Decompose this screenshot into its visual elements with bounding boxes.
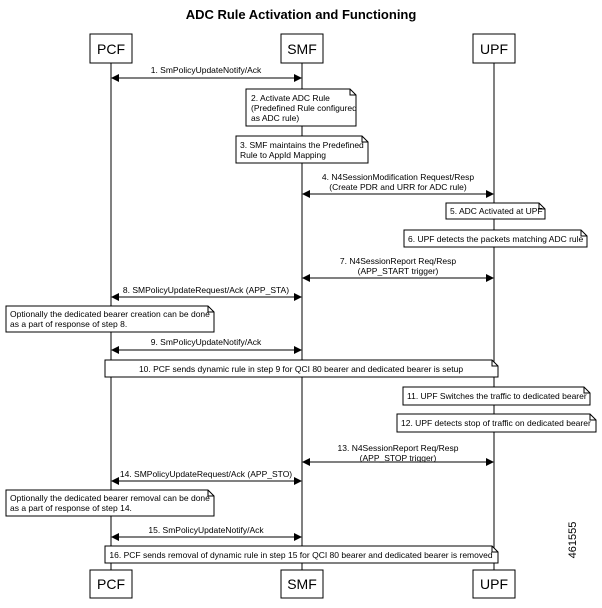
note-line: 12. UPF detects stop of traffic on dedic…: [401, 418, 591, 428]
note-line: 5. ADC Activated at UPF: [450, 206, 543, 216]
note-line: as a part of response of step 8.: [10, 319, 127, 329]
note-line: as ADC rule): [251, 113, 299, 123]
note-line: 11. UPF Switches the traffic to dedicate…: [407, 391, 587, 401]
note-5: 5. ADC Activated at UPF: [445, 202, 546, 220]
actor-upf-bottom: UPF: [472, 569, 516, 599]
note-line: 10. PCF sends dynamic rule in step 9 for…: [139, 364, 463, 374]
message-7: 7. N4SessionReport Req/Resp (APP_START t…: [302, 256, 494, 282]
note-line: Rule to AppId Mapping: [240, 150, 326, 160]
note-line: Optionally the dedicated bearer creation…: [10, 309, 210, 319]
note-3: 3. SMF maintains the Predefined Rule to …: [235, 135, 369, 164]
actor-smf-top: SMF: [280, 33, 324, 64]
note-line: as a part of response of step 14.: [10, 503, 132, 513]
message-sublabel: (APP_START trigger): [358, 266, 439, 276]
actor-label: PCF: [97, 576, 125, 592]
note-optional-14: Optionally the dedicated bearer removal …: [5, 489, 215, 517]
message-8: 8. SMPolicyUpdateRequest/Ack (APP_STA): [111, 285, 302, 301]
message-label: 8. SMPolicyUpdateRequest/Ack (APP_STA): [123, 285, 289, 295]
message-label: 15. SmPolicyUpdateNotify/Ack: [148, 525, 264, 535]
actor-label: SMF: [287, 41, 317, 57]
note-optional-8: Optionally the dedicated bearer creation…: [5, 305, 215, 333]
message-1: 1. SmPolicyUpdateNotify/Ack: [111, 65, 302, 82]
message-9: 9. SmPolicyUpdateNotify/Ack: [111, 337, 302, 354]
actor-label: SMF: [287, 576, 317, 592]
note-line: (Predefined Rule configured: [251, 103, 357, 113]
actor-pcf-top: PCF: [89, 33, 133, 64]
message-sublabel: (Create PDR and URR for ADC rule): [329, 182, 467, 192]
note-11: 11. UPF Switches the traffic to dedicate…: [402, 386, 591, 406]
diagram-title: ADC Rule Activation and Functioning: [186, 7, 417, 22]
actor-smf-bottom: SMF: [280, 569, 324, 599]
note-line: 16. PCF sends removal of dynamic rule in…: [109, 550, 492, 560]
message-label: 1. SmPolicyUpdateNotify/Ack: [151, 65, 262, 75]
message-13: 13. N4SessionReport Req/Resp (APP_STOP t…: [302, 443, 494, 466]
message-label: 13. N4SessionReport Req/Resp: [338, 443, 459, 453]
note-line: 2. Activate ADC Rule: [251, 93, 330, 103]
message-14: 14. SMPolicyUpdateRequest/Ack (APP_STO): [111, 469, 302, 485]
note-12: 12. UPF detects stop of traffic on dedic…: [396, 413, 597, 433]
actor-label: UPF: [480, 576, 508, 592]
actor-label: PCF: [97, 41, 125, 57]
note-line: 6. UPF detects the packets matching ADC …: [408, 234, 584, 244]
message-4: 4. N4SessionModification Request/Resp (C…: [302, 172, 494, 198]
note-2: 2. Activate ADC Rule (Predefined Rule co…: [245, 88, 357, 127]
note-16: 16. PCF sends removal of dynamic rule in…: [104, 545, 499, 564]
message-label: 9. SmPolicyUpdateNotify/Ack: [151, 337, 262, 347]
actor-pcf-bottom: PCF: [89, 569, 133, 599]
actor-label: UPF: [480, 41, 508, 57]
note-6: 6. UPF detects the packets matching ADC …: [403, 229, 588, 248]
actor-upf-top: UPF: [472, 33, 516, 64]
message-label: 7. N4SessionReport Req/Resp: [340, 256, 457, 266]
message-label: 4. N4SessionModification Request/Resp: [322, 172, 474, 182]
figure-id: 461555: [567, 522, 579, 559]
note-10: 10. PCF sends dynamic rule in step 9 for…: [104, 359, 499, 378]
message-15: 15. SmPolicyUpdateNotify/Ack: [111, 525, 302, 541]
note-line: Optionally the dedicated bearer removal …: [10, 493, 210, 503]
message-label: 14. SMPolicyUpdateRequest/Ack (APP_STO): [120, 469, 292, 479]
note-line: 3. SMF maintains the Predefined: [240, 140, 364, 150]
